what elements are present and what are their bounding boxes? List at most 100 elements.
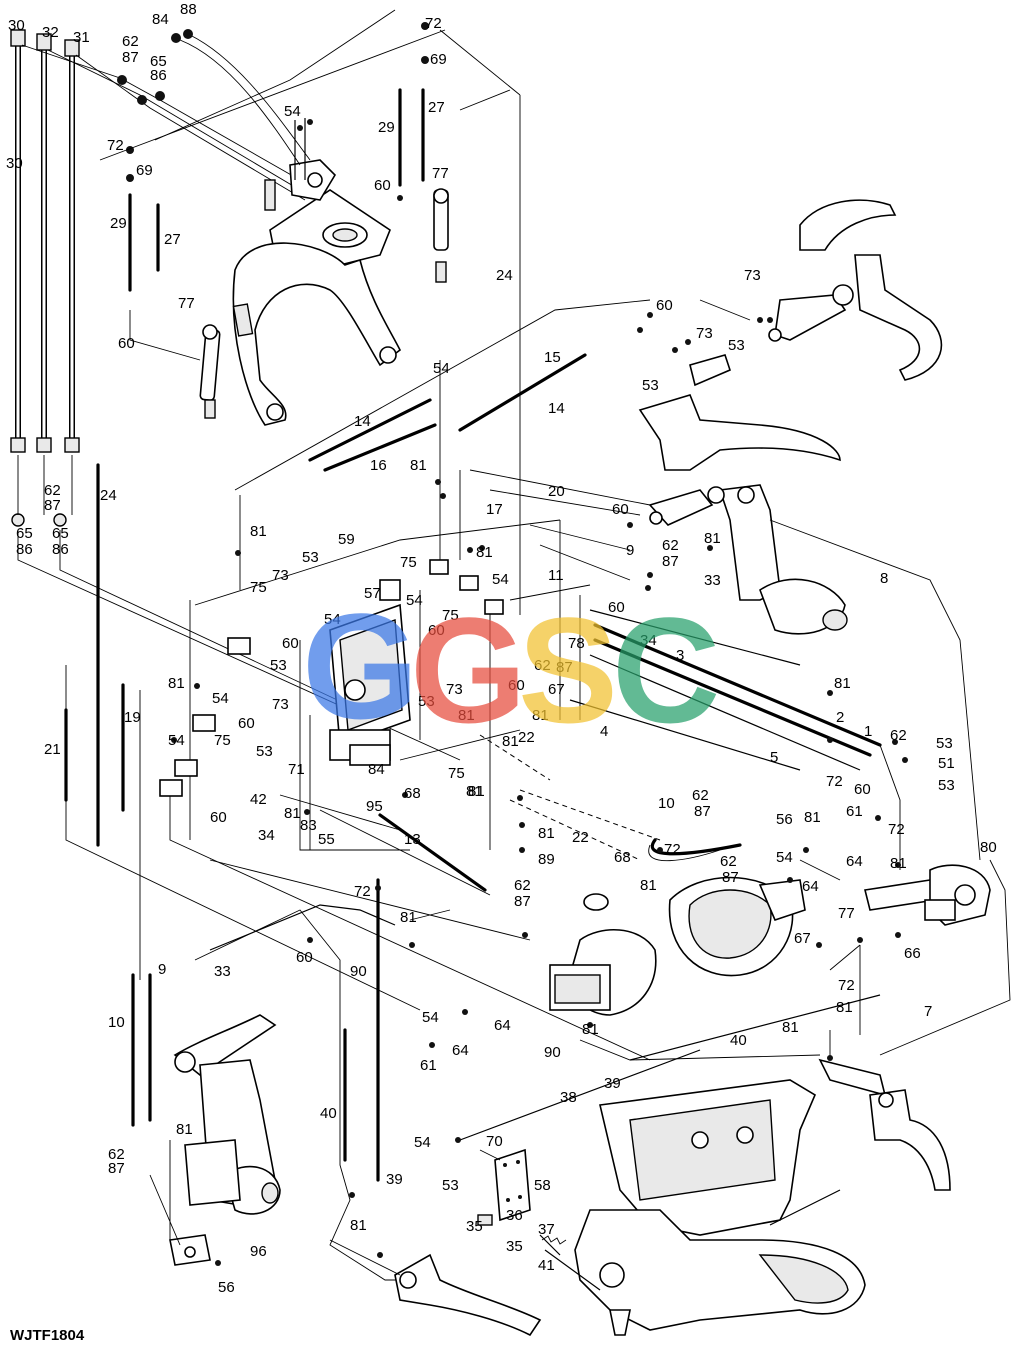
callout: 30 xyxy=(6,155,23,172)
watermark-letter: C xyxy=(612,586,720,754)
cylinder-upper-left xyxy=(126,146,221,419)
callout: 77 xyxy=(838,905,855,922)
callout: 81 xyxy=(704,530,721,547)
callout: 87 xyxy=(722,869,739,886)
callout: 22 xyxy=(518,729,535,746)
callout: 58 xyxy=(534,1177,551,1194)
callout: 72 xyxy=(354,883,371,900)
callout: 59 xyxy=(338,531,355,548)
callout: 65 xyxy=(16,525,33,542)
callout: 27 xyxy=(428,99,445,116)
hose-bundle-left xyxy=(10,29,461,761)
callout: 73 xyxy=(744,267,761,284)
callout: 75 xyxy=(442,607,459,624)
callout: 54 xyxy=(492,571,509,588)
upper-right-knuckles xyxy=(469,199,981,861)
callout: 54 xyxy=(433,360,450,377)
callout: 86 xyxy=(150,67,167,84)
callout: 65 xyxy=(52,525,69,542)
callout: 81 xyxy=(834,675,851,692)
callout: 24 xyxy=(100,487,117,504)
left-steel-lines xyxy=(64,463,651,1127)
callout: 2 xyxy=(836,709,844,726)
callout: 87 xyxy=(662,553,679,570)
callout: 69 xyxy=(430,51,447,68)
callout: 81 xyxy=(168,675,185,692)
callout: 39 xyxy=(386,1171,403,1188)
callout: 57 xyxy=(364,585,381,602)
callout: 60 xyxy=(282,635,299,652)
callout: 72 xyxy=(425,15,442,32)
callout: 89 xyxy=(538,851,555,868)
callout: 84 xyxy=(368,761,385,778)
callout: 10 xyxy=(108,1014,125,1031)
callout: 53 xyxy=(728,337,745,354)
callout-labels: 30 3 2 31 84 88 72 69 62 87 65 86 54 27 2… xyxy=(6,1,997,1296)
callout: 96 xyxy=(250,1243,267,1260)
callout: 81 xyxy=(466,783,483,800)
fittings xyxy=(117,29,908,1266)
callout: 34 xyxy=(258,827,275,844)
callout: 86 xyxy=(52,541,69,558)
callout: 54 xyxy=(414,1134,431,1151)
callout: 77 xyxy=(178,295,195,312)
callout: 71 xyxy=(288,761,305,778)
callout: 22 xyxy=(572,829,589,846)
callout: 88 xyxy=(180,1,197,18)
callout: 37 xyxy=(538,1221,555,1238)
watermark-logo: G G S C xyxy=(302,582,720,754)
callout: 60 xyxy=(612,501,629,518)
callout: 53 xyxy=(270,657,287,674)
callout: 83 xyxy=(300,817,317,834)
callout: 62 xyxy=(108,1146,125,1163)
callout: 90 xyxy=(544,1044,561,1061)
callout: 73 xyxy=(696,325,713,342)
callout: 72 xyxy=(838,977,855,994)
callout: 64 xyxy=(494,1017,511,1034)
callout: 61 xyxy=(420,1057,437,1074)
lower-left-knuckle xyxy=(149,1014,281,1266)
callout: 4 xyxy=(600,723,608,740)
callout: 33 xyxy=(214,963,231,980)
callout: 42 xyxy=(250,791,267,808)
callout: 78 xyxy=(568,635,585,652)
callout: 3 xyxy=(676,647,684,664)
callout: 72 xyxy=(107,137,124,154)
callout: 62 xyxy=(692,787,709,804)
callout: 54 xyxy=(406,592,423,609)
callout: 24 xyxy=(496,267,513,284)
callout: 14 xyxy=(354,413,371,430)
center-tubes xyxy=(99,9,651,615)
callout: 60 xyxy=(374,177,391,194)
callout: 87 xyxy=(122,49,139,66)
watermark-letter: S xyxy=(518,586,618,754)
callout: 81 xyxy=(782,1019,799,1036)
callout: 81 xyxy=(640,877,657,894)
callout: 87 xyxy=(556,659,573,676)
callout: 60 xyxy=(428,622,445,639)
valve-plate-58 xyxy=(477,1148,567,1256)
callout: 72 xyxy=(826,773,843,790)
callout: 62 xyxy=(514,877,531,894)
callout: 81 xyxy=(890,855,907,872)
callout: 81 xyxy=(400,909,417,926)
watermark-letter: G xyxy=(410,586,527,754)
callout: 7 xyxy=(924,1003,932,1020)
callout: 9 xyxy=(158,961,166,978)
callout: 60 xyxy=(854,781,871,798)
callout: 53 xyxy=(938,777,955,794)
callout: 31 xyxy=(73,29,90,46)
callout: 73 xyxy=(446,681,463,698)
callout: 81 xyxy=(532,707,549,724)
callout: 81 xyxy=(538,825,555,842)
callout: 53 xyxy=(256,743,273,760)
callout: 29 xyxy=(378,119,395,136)
callout: 81 xyxy=(804,809,821,826)
callout: 81 xyxy=(468,783,485,800)
callout: 60 xyxy=(656,297,673,314)
callout: 14 xyxy=(548,400,565,417)
lower-steer-arm xyxy=(329,1239,542,1337)
callout: 62 xyxy=(122,33,139,50)
watermark-letter: G xyxy=(302,582,419,750)
